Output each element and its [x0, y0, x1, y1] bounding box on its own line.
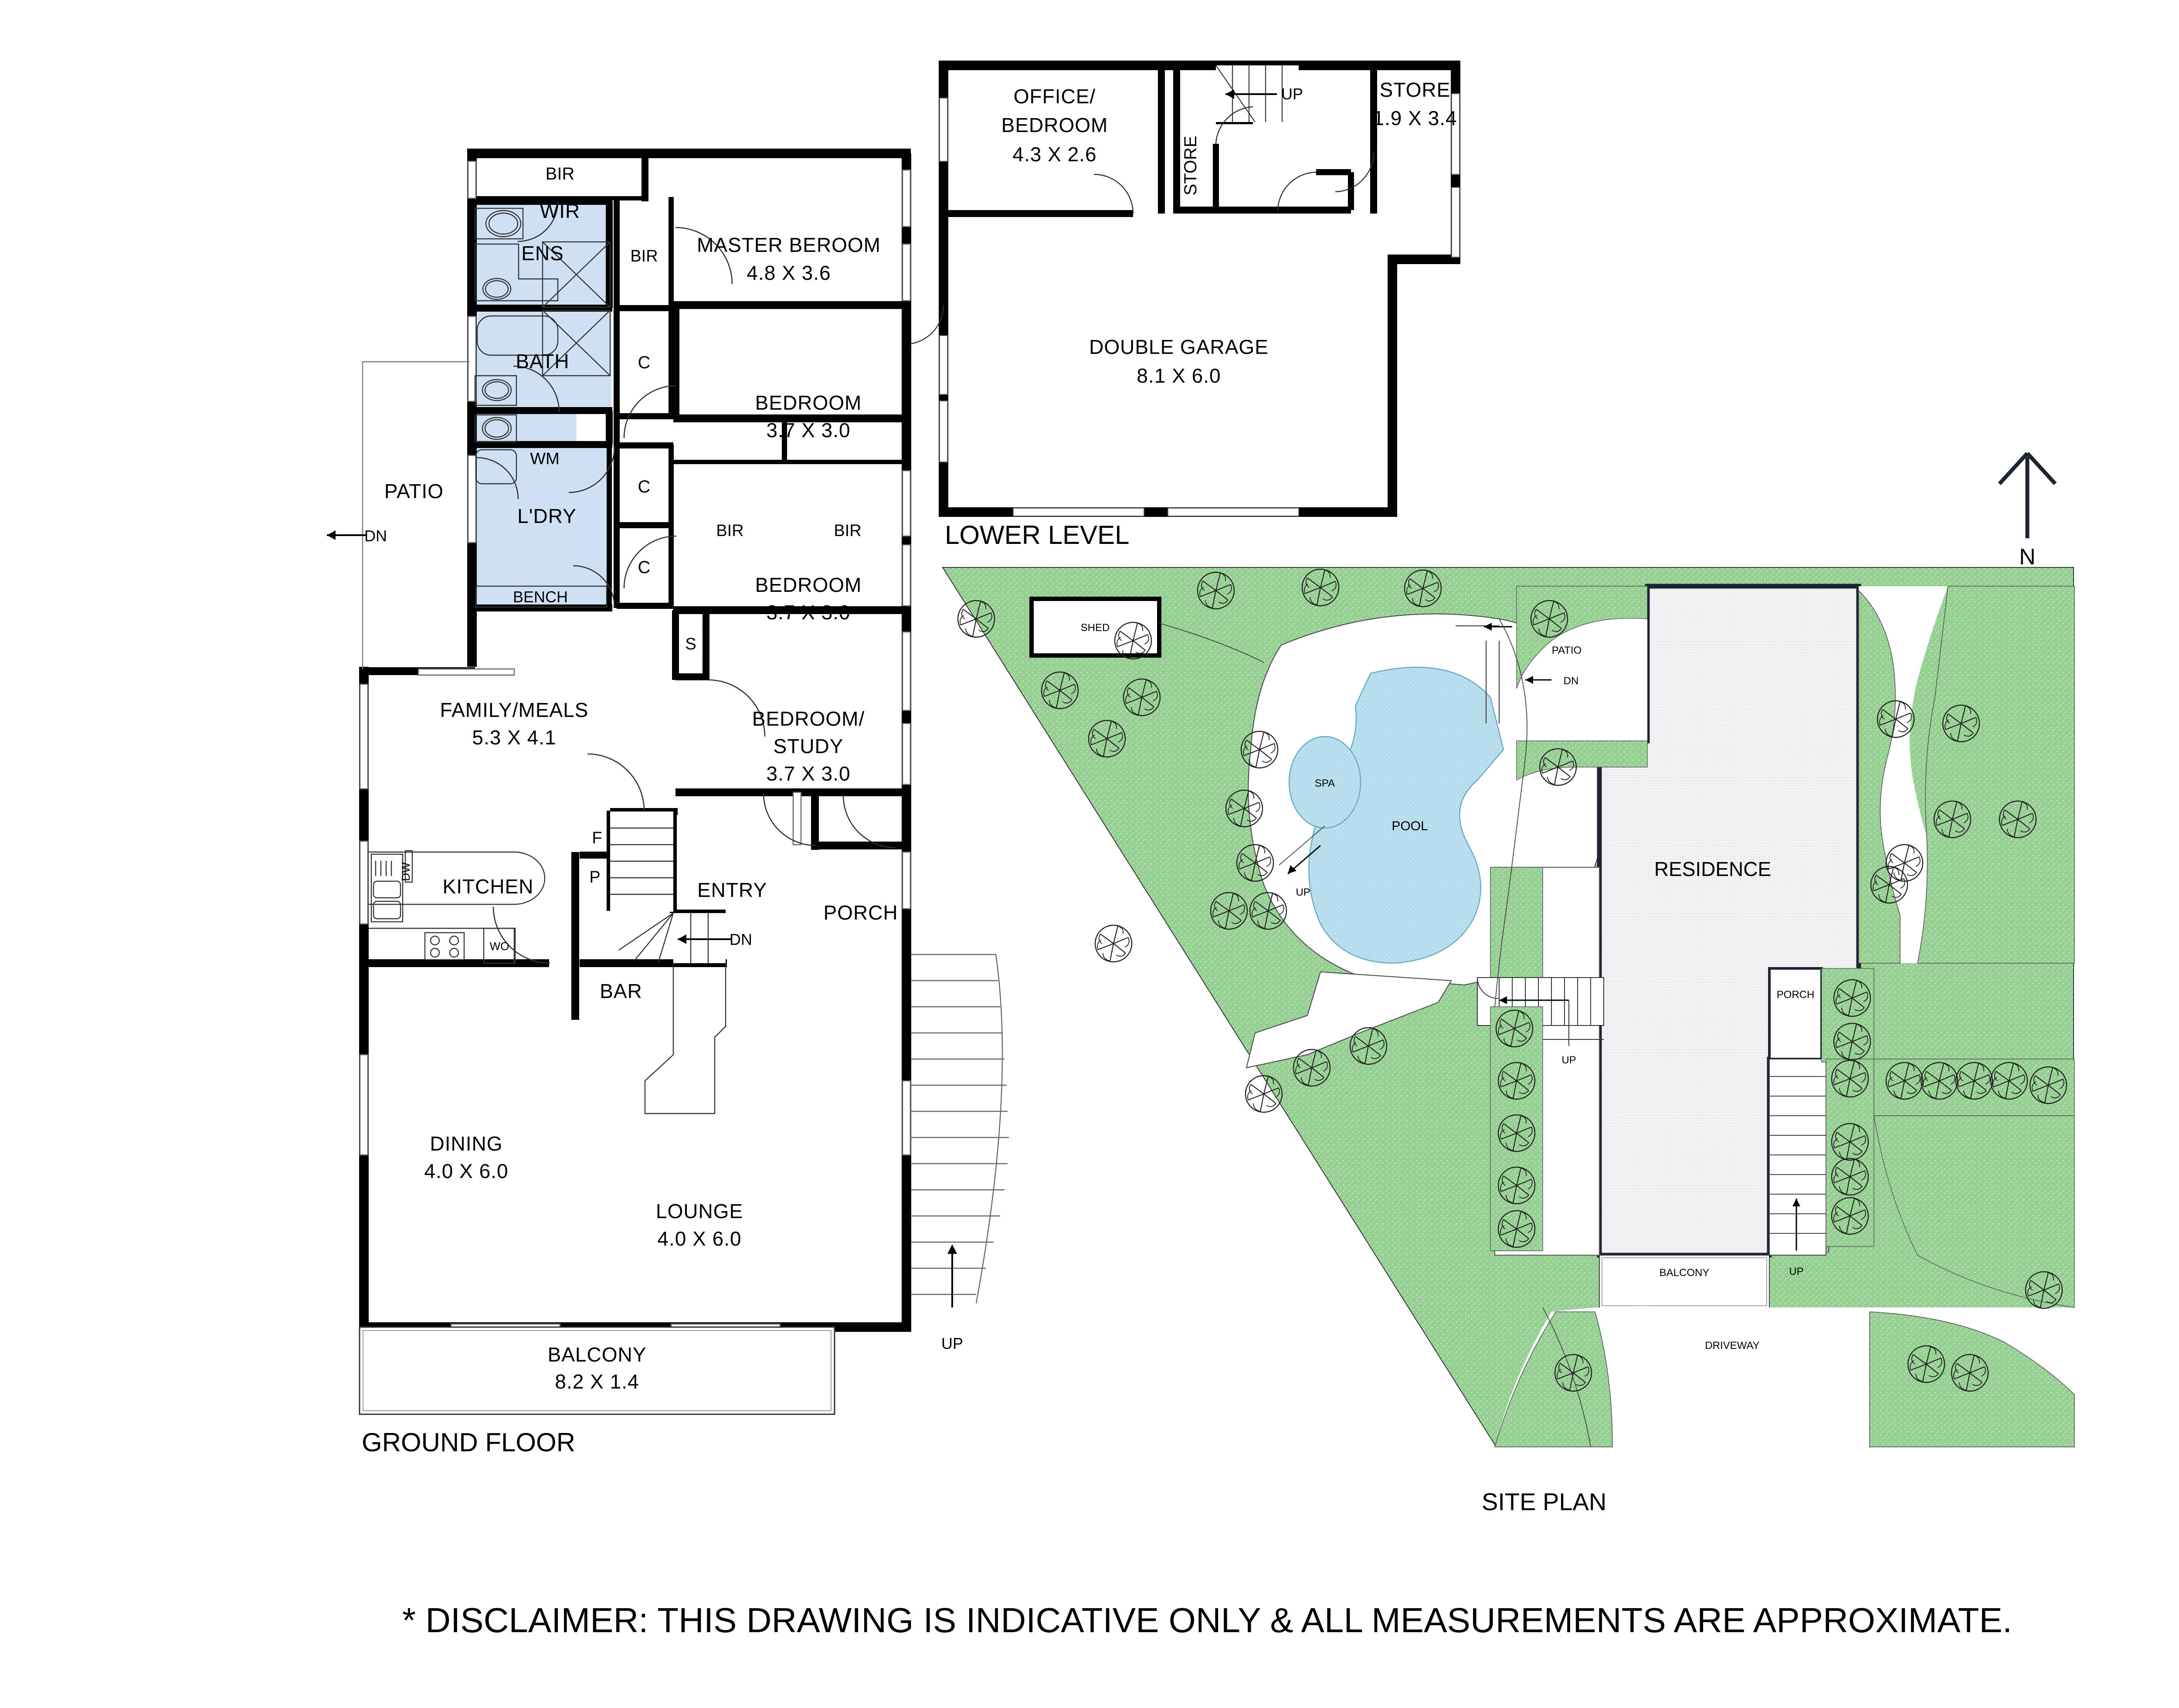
ground-master-dim: 4.8 X 3.6 [747, 261, 831, 284]
lower-store-label: STORE [1380, 78, 1451, 101]
ground-floor-title: GROUND FLOOR [362, 1428, 575, 1457]
ground-dining-dim: 4.0 X 6.0 [424, 1160, 508, 1182]
site-dn-label: DN [1564, 675, 1579, 687]
kitchen-dw-label: DW [399, 862, 412, 881]
ground-lounge-dim: 4.0 X 6.0 [657, 1227, 741, 1250]
ground-bed1-dim: 3.7 X 3.0 [766, 419, 850, 441]
lower-office-dim: 4.3 X 2.6 [1012, 143, 1096, 166]
kitchen-wo-label: WO [490, 940, 509, 953]
ground-wir-label: WIR [540, 200, 580, 222]
ground-ldry-label: L'DRY [517, 505, 577, 527]
ground-kitchen-label: KITCHEN [443, 875, 534, 898]
ground-dn-stair-label: DN [730, 930, 752, 948]
site-up-label-left-stair: UP [1561, 1054, 1576, 1066]
ground-family-dim: 5.3 X 4.1 [472, 726, 556, 749]
site-right-stair: UP [1769, 1059, 1837, 1277]
ground-dn-patio-arrow: DN [327, 527, 387, 545]
site-balcony: BALCONY [1599, 1255, 1770, 1309]
ground-c-label-2: C [638, 477, 651, 496]
lower-level-title: LOWER LEVEL [945, 520, 1130, 550]
ground-s-label: S [685, 635, 696, 653]
lower-store-vertical-label: STORE [1181, 136, 1200, 195]
ground-up-porch-arrow: UP [941, 1244, 963, 1352]
ground-bath-label: BATH [516, 350, 569, 373]
ground-balcony-label: BALCONY [548, 1343, 647, 1366]
ground-bed3-label-2: STUDY [774, 735, 844, 757]
lower-up-arrow: UP [1225, 85, 1303, 103]
site-shed: SHED [1029, 597, 1161, 658]
site-shed-label: SHED [1081, 622, 1110, 634]
ground-bed1-label: BEDROOM [755, 391, 862, 414]
ground-bar-label: BAR [600, 980, 642, 1002]
ground-balcony: BALCONY 8.2 X 1.4 [359, 1326, 835, 1415]
ground-bir-master-label: BIR [630, 247, 658, 265]
site-up-spa-arrow: UP [1279, 825, 1325, 898]
ground-patio-label: PATIO [384, 480, 444, 503]
lower-garage-label: DOUBLE GARAGE [1089, 336, 1269, 358]
ground-porch-label: PORCH [823, 901, 898, 924]
ground-p-label: P [589, 868, 600, 886]
lower-store-dim: 1.9 X 3.4 [1373, 107, 1457, 129]
site-pool-label: POOL [1392, 819, 1428, 833]
ground-up-porch-label: UP [941, 1334, 963, 1352]
ground-lounge-label: LOUNGE [656, 1200, 743, 1222]
site-patio-label: PATIO [1552, 645, 1582, 656]
lower-up-label: UP [1281, 85, 1303, 103]
ground-c-label-3: C [638, 558, 651, 577]
lower-garage-dim: 8.1 X 6.0 [1137, 364, 1221, 387]
ground-c-label-1: C [638, 353, 651, 372]
ground-wm-label: WM [530, 450, 560, 468]
site-dn-arrow: DN [1525, 675, 1578, 687]
ground-balcony-dim: 8.2 X 1.4 [555, 1370, 639, 1393]
ground-dn-patio-label: DN [364, 527, 387, 545]
ground-entry-label: ENTRY [697, 879, 767, 901]
lower-level-group: UP OFFICE/ BEDROOM 4.3 X 2.6 STORE STORE… [905, 61, 1460, 550]
ground-bed3-label-1: BEDROOM/ [752, 707, 865, 730]
wet-areas [472, 201, 611, 608]
ground-bir-top-label: BIR [546, 164, 575, 183]
site-porch-label: PORCH [1777, 989, 1815, 1001]
ground-master-label: MASTER BEROOM [697, 234, 881, 256]
site-plan-title: SITE PLAN [1482, 1488, 1606, 1515]
site-residence-label: RESIDENCE [1654, 858, 1771, 880]
site-balcony-label: BALCONY [1660, 1267, 1710, 1279]
ground-dining-label: DINING [430, 1132, 503, 1155]
site-up-label-right-stair: UP [1789, 1266, 1803, 1277]
lower-office-label-2: BEDROOM [1001, 114, 1108, 136]
site-spa-label: SPA [1315, 778, 1335, 789]
north-arrow: N [1998, 452, 2057, 570]
ground-bir-bed-label-1: BIR [716, 522, 743, 540]
site-plan-group: SPA POOL UP UP SHED RESIDENCE [941, 452, 2075, 1515]
ground-bench-label: BENCH [513, 588, 568, 606]
site-porch: PORCH [1768, 967, 1823, 1060]
lower-office-label-1: OFFICE/ [1014, 85, 1096, 108]
ground-ens-label: ENS [521, 242, 564, 265]
site-driveway-label: DRIVEWAY [1705, 1340, 1759, 1351]
north-label: N [2019, 544, 2036, 570]
ground-bed3-dim: 3.7 X 3.0 [766, 762, 850, 785]
ground-dn-stair-arrow: DN [678, 930, 752, 948]
ground-family-label: FAMILY/MEALS [440, 699, 589, 721]
disclaimer-text: * DISCLAIMER: THIS DRAWING IS INDICATIVE… [402, 1601, 2012, 1640]
ground-bed2-dim: 3.7 X 3.0 [766, 601, 850, 624]
ground-f-label: F [592, 829, 602, 847]
site-up-label-spa: UP [1296, 886, 1310, 898]
ground-bed2-label: BEDROOM [755, 574, 862, 596]
ground-floor-group: DW WO DN [327, 149, 1009, 1457]
ground-bir-bed-label-2: BIR [834, 522, 861, 540]
